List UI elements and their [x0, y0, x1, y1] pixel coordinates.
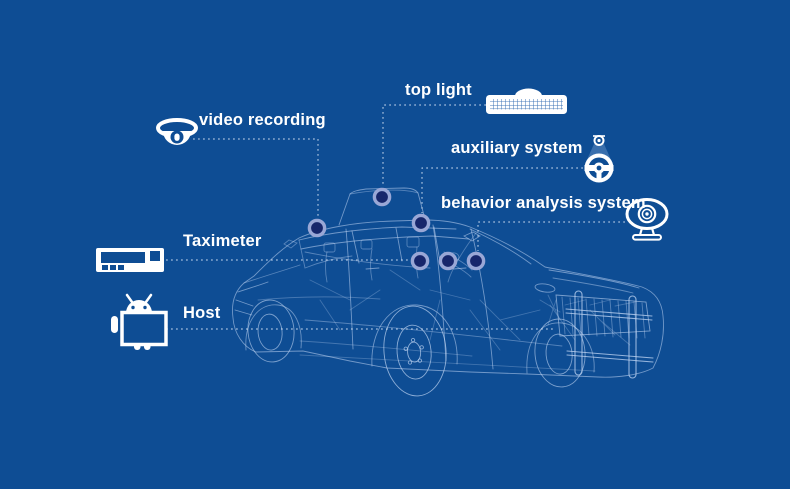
connection-dot: [307, 218, 327, 238]
connection-dot: [372, 187, 392, 207]
connection-dot: [410, 251, 430, 271]
steering-wheel-camera-icon: [580, 133, 618, 185]
label-host: Host: [183, 304, 221, 322]
connector-behavior-analysis: [477, 221, 625, 251]
connection-dot: [411, 213, 431, 233]
label-auxiliary-system: auxiliary system: [451, 139, 583, 157]
label-video-recording: video recording: [199, 111, 326, 129]
connection-dots: [307, 187, 486, 271]
label-behavior-analysis-system: behavior analysis system: [441, 194, 646, 212]
label-top-light: top light: [405, 81, 472, 99]
taxi-top-light-icon: [485, 87, 569, 117]
android-host-icon: [107, 292, 171, 354]
connector-auxiliary-system: [421, 167, 583, 213]
connector-lines: [166, 104, 625, 330]
connection-dot: [438, 251, 458, 271]
label-taximeter: Taximeter: [183, 232, 262, 250]
webcam-icon: [624, 197, 670, 241]
car-wireframe: [232, 187, 664, 397]
taximeter-device-icon: [95, 247, 165, 273]
connection-dot: [466, 251, 486, 271]
dome-camera-icon: [155, 116, 199, 156]
connector-video-recording: [193, 138, 319, 218]
